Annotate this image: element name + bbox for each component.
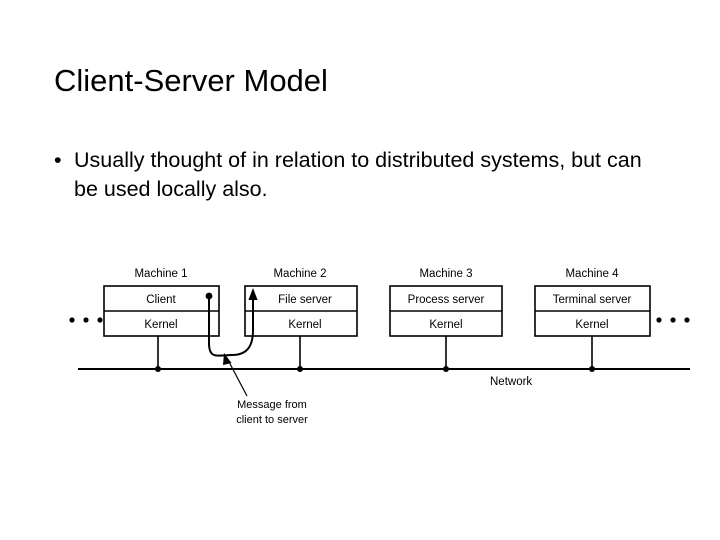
machine-1-top-label: Client [146, 294, 176, 306]
annotation-arrowhead-icon [223, 353, 232, 365]
machine-3-label: Machine 3 [419, 268, 472, 280]
message-arrowhead-icon [248, 288, 258, 300]
machine-2-bottom-label: Kernel [288, 319, 321, 331]
list-item: • Usually thought of in relation to dist… [50, 146, 650, 204]
machine-1-bottom-label: Kernel [144, 319, 177, 331]
machine-1-group: Machine 1 Client Kernel [103, 268, 220, 372]
machine-4-label: Machine 4 [565, 268, 619, 280]
annotation-leader-line [227, 359, 248, 397]
left-ellipsis-icon [69, 317, 103, 323]
machine-3-group: Machine 3 Process server Kernel [389, 268, 503, 372]
machine-3-top-label: Process server [408, 294, 485, 306]
machine-4-bottom-label: Kernel [575, 319, 608, 331]
message-curve-path [208, 296, 254, 357]
machine-2-top-label: File server [278, 294, 332, 306]
message-arrow [205, 288, 258, 357]
message-annotation: Message from client to server [223, 353, 308, 426]
machine-3-bottom-label: Kernel [429, 319, 462, 331]
machine-1-label: Machine 1 [134, 268, 187, 280]
bullet-list: • Usually thought of in relation to dist… [50, 146, 650, 204]
machine-4-group: Machine 4 Terminal server Kernel [534, 268, 651, 372]
page-title: Client-Server Model [54, 63, 328, 98]
bullet-text: Usually thought of in relation to distri… [74, 148, 642, 201]
bullet-marker: • [54, 148, 62, 172]
machine-2-label: Machine 2 [273, 268, 326, 280]
right-ellipsis-icon [656, 317, 690, 323]
client-server-diagram: Machine 1 Client Kernel Machine 2 File s… [0, 248, 720, 448]
network-label: Network [490, 376, 532, 388]
machine-4-top-label: Terminal server [553, 294, 632, 306]
machine-2-group: Machine 2 File server Kernel [244, 268, 358, 372]
annotation-line-2: client to server [236, 414, 308, 426]
annotation-line-1: Message from [237, 399, 307, 411]
